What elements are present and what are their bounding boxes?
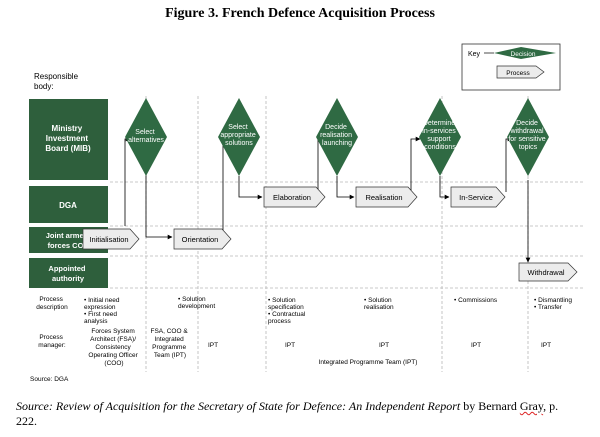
band-dga-label: DGA <box>59 201 77 210</box>
svg-text:Realisation: Realisation <box>365 193 402 202</box>
source-author-last: Gray <box>519 399 544 413</box>
manager-in-service: IPT <box>471 342 481 349</box>
responsible-body-label: Responsible body: <box>34 72 80 91</box>
process-manager-label: Process manager: <box>38 334 66 349</box>
band-dga <box>29 186 108 223</box>
source-prefix: Source: <box>16 399 53 413</box>
svg-text:Determine in-services: Determine in-services support conditions <box>422 120 457 151</box>
source-by: by Bernard <box>463 399 517 413</box>
manager-orientation: FSA, COO & Integrated Programme Team (IP… <box>150 328 189 359</box>
description-initialisation: • Initial need expression • First need a… <box>84 297 121 325</box>
manager-elaboration: IPT <box>285 342 295 349</box>
legend-key-label: Key <box>468 51 481 58</box>
decision-decide-realisation: Decide realisation launching <box>316 98 358 176</box>
svg-text:In-Service: In-Service <box>459 193 493 202</box>
description-realisation: • Solution realisation <box>364 297 394 311</box>
process-realisation: Realisation <box>355 186 418 208</box>
source-suffix: , p. <box>543 399 559 413</box>
legend-process-shape <box>496 65 545 79</box>
manager-initialisation: Forces System Architect (FSA)/ Consisten… <box>88 328 139 367</box>
manager-realisation: IPT <box>379 342 389 349</box>
svg-text:Withdrawal: Withdrawal <box>527 268 564 277</box>
figure-title: Figure 3. French Defence Acquisition Pro… <box>165 6 435 21</box>
band-mib-label: Ministry Investment Board (MIB) <box>45 124 91 153</box>
legend-decision-shape <box>494 47 556 59</box>
svg-text:Select alternatives: Select alternatives <box>128 129 164 144</box>
source-title: Review of Acquisition for the Secretary … <box>55 399 461 413</box>
svg-text:Decide withdrawal: Decide withdrawal for sensitive topics <box>508 120 547 151</box>
band-jafcos-label: Joint armed forces COS <box>46 231 91 250</box>
decision-decide-withdrawal: Decide withdrawal for sensitive topics <box>507 98 549 176</box>
decision-select-solutions: Select appropriate solutions <box>218 98 260 176</box>
band-appointed-label: Appointed authority <box>48 264 87 283</box>
legend-decision-label: Decision <box>511 51 536 58</box>
decision-diamonds: Select alternatives Select appropriate s… <box>125 98 549 176</box>
description-elaboration: • Solution specification • Contractual p… <box>268 297 307 325</box>
legend-process-label: Process <box>506 70 530 77</box>
description-in-service: • Commissions <box>454 297 498 304</box>
decision-select-alternatives: Select alternatives <box>125 98 167 176</box>
process-chevrons: Initialisation Orientation Elaboration R… <box>82 186 578 282</box>
process-in-service: In-Service <box>450 186 506 208</box>
band-mib <box>29 99 108 180</box>
band-appointed <box>29 258 108 288</box>
svg-text:Initialisation: Initialisation <box>89 235 128 244</box>
svg-text:Elaboration: Elaboration <box>273 193 311 202</box>
body-bands: Ministry Investment Board (MIB) DGA Join… <box>29 99 108 288</box>
process-orientation: Orientation <box>173 228 232 250</box>
source-dga: Source: DGA <box>30 376 69 383</box>
decision-determine-inservice: Determine in-services support conditions <box>419 98 461 176</box>
process-initialisation: Initialisation <box>82 228 140 250</box>
source-note: Source: Review of Acquisition for the Se… <box>16 399 591 429</box>
process-description-row: Process description • Initial need expre… <box>36 296 574 325</box>
process-manager-row: Process manager: Forces System Architect… <box>38 328 551 367</box>
description-orientation: • Solution development <box>178 296 215 310</box>
svg-text:Orientation: Orientation <box>182 235 219 244</box>
process-description-label: Process description <box>36 296 68 311</box>
manager-withdrawal: IPT <box>541 342 551 349</box>
legend: Key Decision Process <box>461 43 561 91</box>
process-elaboration: Elaboration <box>263 186 326 208</box>
description-withdrawal: • Dismantling • Transfer <box>534 297 574 311</box>
svg-text:Decide realisation: Decide realisation launching <box>320 124 354 147</box>
manager-col-3: IPT <box>208 342 218 349</box>
svg-text:Select appropriate: Select appropriate solutions <box>220 124 257 147</box>
process-withdrawal: Withdrawal <box>518 262 578 282</box>
source-page: 222. <box>16 414 37 428</box>
ipt-full-label: Integrated Programme Team (IPT) <box>319 359 418 366</box>
